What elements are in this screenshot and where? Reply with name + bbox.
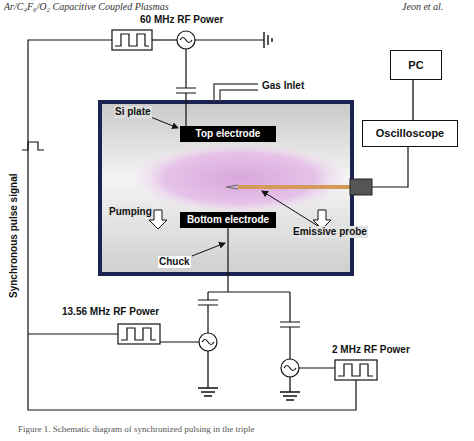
chamber-wall xyxy=(100,102,352,274)
generator-label: 2 MHz RF Power xyxy=(332,344,410,356)
running-head: Ar/C₄F₆/O₂ Capacitive Coupled Plasmas xyxy=(4,1,169,13)
pumping-label: Pumping xyxy=(108,206,153,218)
node-text: Top electrode xyxy=(196,128,261,140)
node-text: PC xyxy=(408,59,423,72)
gas-inlet-label: Gas Inlet xyxy=(262,80,304,92)
electrode: Top electrode xyxy=(180,126,276,142)
probe-label: Emissive probe xyxy=(292,226,368,238)
generator-label: 60 MHz RF Power xyxy=(140,14,223,26)
generator-label: 13.56 MHz RF Power xyxy=(62,306,159,318)
node-text: Oscilloscope xyxy=(376,127,444,140)
figure-caption: Figure 1. Schematic diagram of synchroni… xyxy=(18,424,254,434)
plasma xyxy=(132,142,348,214)
node-text: Bottom electrode xyxy=(187,214,269,226)
electrode: Bottom electrode xyxy=(180,212,276,228)
oscilloscope-box: Oscilloscope xyxy=(362,120,458,147)
pc-box: PC xyxy=(390,50,442,80)
chuck-label: Chuck xyxy=(158,256,191,268)
si-plate-label: Si plate xyxy=(114,106,152,118)
sync-signal-label: Synchronous pulse signal xyxy=(8,172,20,300)
running-head: Jeon et al. xyxy=(402,1,443,13)
signal-cable xyxy=(412,80,413,120)
